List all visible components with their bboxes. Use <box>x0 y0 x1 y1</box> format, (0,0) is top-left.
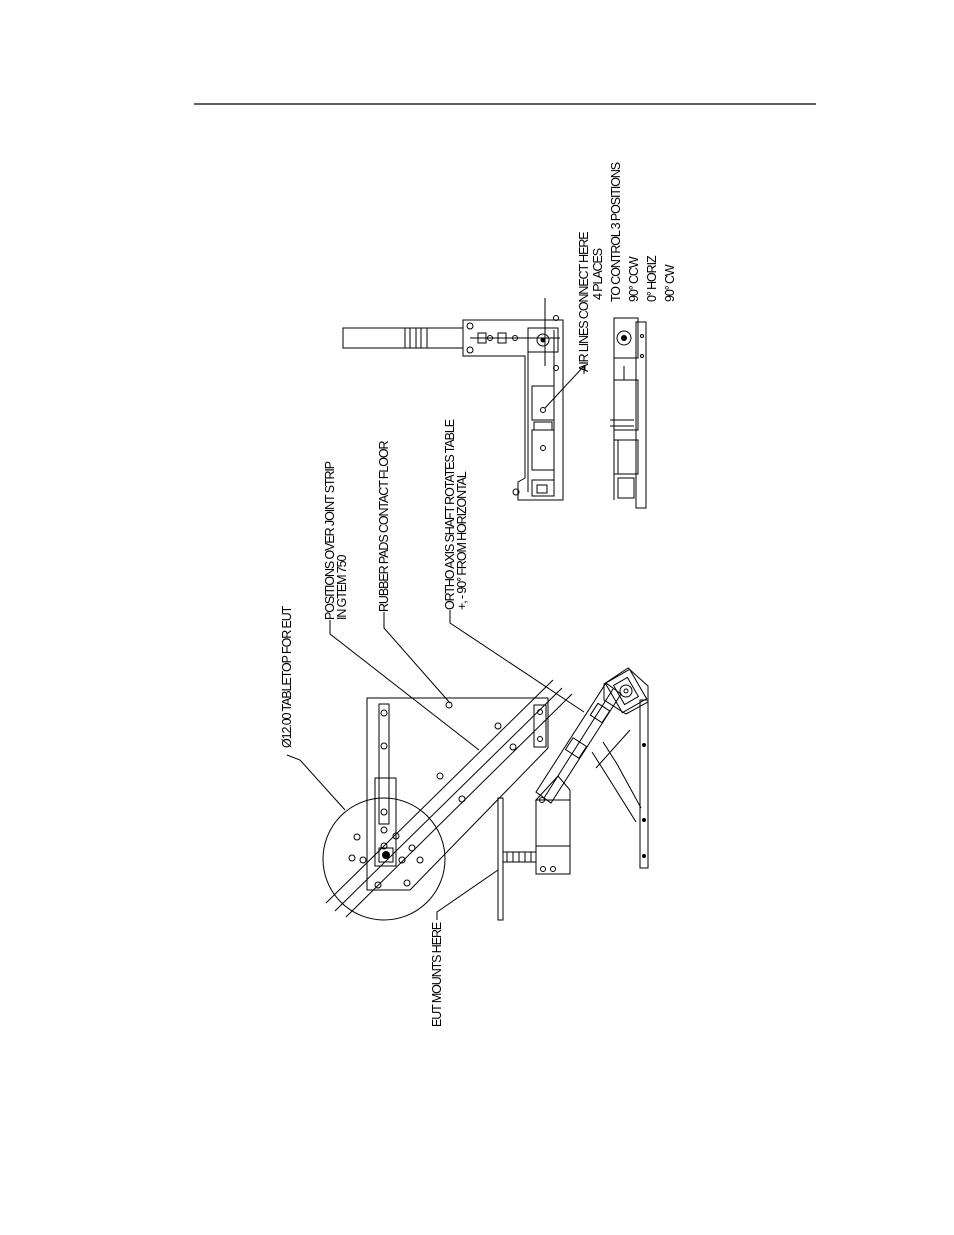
callout-labels: Ø12.00 TABLETOP FOR EUT POSITIONS OVER J… <box>280 162 677 1027</box>
callout-tabletop: Ø12.00 TABLETOP FOR EUT <box>280 605 294 748</box>
eut-mount-plate <box>498 798 503 920</box>
callout-air-line3: TO CONTROL 3 POSITIONS <box>609 162 623 302</box>
callout-air-line5: 0° HORIZ <box>645 255 659 302</box>
base-plate <box>367 698 548 890</box>
callout-air-line4: 90° CCW <box>627 256 641 302</box>
rotary-actuator <box>604 668 648 714</box>
callout-rubber-pads: RUBBER PADS CONTACT FLOOR <box>377 440 391 612</box>
callout-air-line1: AIR LINES CONNECT HERE <box>577 232 591 372</box>
side-view-lower <box>610 318 646 508</box>
tabletop-circle <box>323 798 445 920</box>
leader-lines <box>287 366 584 920</box>
callout-eut-mounts: EUT MOUNTS HERE <box>430 922 444 1027</box>
callout-air-line2: 4 PLACES <box>591 248 605 300</box>
main-assembly-view <box>323 668 648 920</box>
callout-ortho-line2: +, - 90° FROM HORIZONTAL <box>455 471 469 610</box>
callout-positions-line2: IN GTEM 750 <box>335 555 349 620</box>
callout-air-line6: 90° CW <box>663 264 677 302</box>
